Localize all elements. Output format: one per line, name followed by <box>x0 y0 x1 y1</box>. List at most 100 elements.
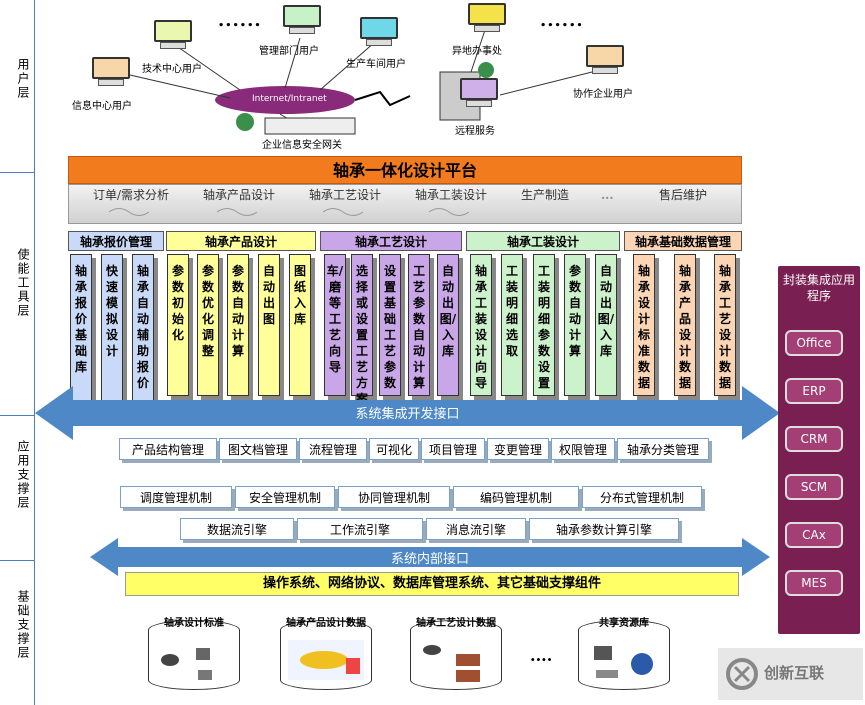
phase-item: 售后维护 <box>659 188 708 202</box>
bearing-parts-icon <box>161 648 212 680</box>
phase-ellipsis: ... <box>601 188 614 202</box>
support-item: 轴承分类管理 <box>617 438 709 460</box>
remote-service-label: 远程服务 <box>455 126 495 137</box>
user-remote-office: 异地办事处 <box>452 46 502 57</box>
module-column: 自动出图/入库 <box>437 254 459 396</box>
internal-arrow <box>90 538 770 576</box>
layer-label-support: 应用支撑层 <box>16 440 30 510</box>
phase-item: 轴承工艺设计 <box>309 188 382 202</box>
module-column: 快速模拟设计 <box>101 254 123 402</box>
support-item: 产品结构管理 <box>119 438 217 460</box>
user-partner: 协作企业用户 <box>573 89 633 100</box>
module-column: 轴承工艺设计数据 <box>714 254 736 396</box>
module-column: 车/磨等工艺向导 <box>324 254 346 396</box>
module-column: 工装明细选取 <box>501 254 523 396</box>
support-mechanism: 编码管理机制 <box>453 486 579 508</box>
module-column: 工装明细参数设置 <box>533 254 555 396</box>
watermark-icon <box>726 658 758 690</box>
engine-item: 轴承参数计算引擎 <box>529 518 679 540</box>
sidebar-item-mes[interactable]: MES <box>785 570 843 596</box>
sidebar-item-scm[interactable]: SCM <box>785 474 843 500</box>
sidebar-item-crm[interactable]: CRM <box>785 426 843 452</box>
module-column: 工艺参数自动计算 <box>408 254 430 396</box>
database-cylinder: 轴承设计标准 <box>148 612 240 696</box>
layer-separator <box>0 172 34 173</box>
phase-link-icon <box>323 208 363 216</box>
support-item: 流程管理 <box>299 438 367 460</box>
module-column: 图纸入库 <box>289 254 311 396</box>
module-column: 参数初始化 <box>167 254 189 396</box>
network-label: Internet/Intranet <box>252 94 327 104</box>
gateway-device <box>264 117 356 135</box>
module-column: 参数自动计算 <box>227 254 249 396</box>
module-header: 轴承报价管理 <box>68 231 164 251</box>
watermark-logo: 创新互联 <box>718 648 863 700</box>
support-item: 权限管理 <box>551 438 615 460</box>
layer-label-base: 基础支撑层 <box>16 590 30 660</box>
engine-item: 消息流引擎 <box>426 518 526 540</box>
database-label: 轴承产品设计数据 <box>286 618 366 629</box>
module-header: 轴承工装设计 <box>466 231 620 251</box>
integration-arrow <box>35 386 780 440</box>
module-column: 自动出图/入库 <box>595 254 617 396</box>
sidebar-item-office[interactable]: Office <box>785 330 843 356</box>
pc-icon <box>460 78 498 108</box>
layer-separator <box>0 415 34 416</box>
module-column: 轴承自动辅助报价 <box>132 254 154 402</box>
watermark-text: 创新互联 <box>764 664 825 682</box>
module-column: 选择或设置工艺方案 <box>351 254 373 406</box>
remote-globe <box>478 62 494 78</box>
phase-item: 轴承工装设计 <box>415 188 488 202</box>
support-mechanism: 分布式管理机制 <box>582 486 702 508</box>
user-production: 生产车间用户 <box>346 59 406 70</box>
pc-icon <box>283 5 321 35</box>
phase-item: 轴承产品设计 <box>203 188 276 202</box>
phase-item: 订单/需求分析 <box>93 188 170 202</box>
base-platform: 操作系统、网络协议、数据库管理系统、其它基础支撑组件 <box>125 572 739 596</box>
module-column: 轴承设计标准数据 <box>633 254 655 396</box>
module-header: 轴承产品设计 <box>166 231 316 251</box>
ellipsis: ...... <box>218 10 262 31</box>
layer-label-tools: 使能工具层 <box>16 248 30 318</box>
support-item: 变更管理 <box>487 438 549 460</box>
support-mechanism: 调度管理机制 <box>120 486 232 508</box>
gateway-globe <box>236 113 254 131</box>
layer-label-user: 用户层 <box>16 58 30 100</box>
module-header: 轴承工艺设计 <box>320 231 462 251</box>
sidebar-item-erp[interactable]: ERP <box>785 378 843 404</box>
phase-link-icon <box>109 208 149 216</box>
engine-item: 数据流引擎 <box>180 518 294 540</box>
platform-title: 轴承一体化设计平台 <box>68 156 742 184</box>
user-tech-center: 技术中心用户 <box>142 64 202 75</box>
module-header: 轴承基础数据管理 <box>624 231 742 251</box>
module-column: 参数自动计算 <box>564 254 586 396</box>
phase-bar: 订单/需求分析 轴承产品设计 轴承工艺设计 轴承工装设计 生产制造 ... 售后… <box>68 184 742 224</box>
module-column: 参数优化调整 <box>197 254 219 396</box>
database-cylinder: 轴承工艺设计数据 <box>410 612 502 696</box>
module-column: 轴承报价基础库 <box>70 254 92 402</box>
internal-interface-label: 系统内部接口 <box>390 552 469 567</box>
shared-resources-icon <box>594 646 653 678</box>
support-item: 图文档管理 <box>219 438 297 460</box>
pc-icon <box>360 17 398 47</box>
design-model-icon <box>288 640 364 680</box>
sidebar-item-cax[interactable]: CAx <box>785 522 843 548</box>
pc-icon <box>92 57 130 87</box>
sidebar-title: 封装集成应用程序 <box>782 273 855 303</box>
support-mechanism: 安全管理机制 <box>235 486 335 508</box>
phase-link-icon <box>217 208 257 216</box>
module-column: 自动出图 <box>258 254 280 396</box>
layer-separator <box>0 560 34 561</box>
phase-link-icon <box>429 208 469 216</box>
database-ellipsis: .... <box>530 646 553 665</box>
pc-icon <box>468 3 506 33</box>
module-column: 设置基础工艺参数 <box>379 254 401 396</box>
support-item: 可视化 <box>369 438 419 460</box>
user-mgmt-dept: 管理部门用户 <box>259 46 319 57</box>
pc-icon <box>154 20 192 50</box>
database-cylinder: 轴承产品设计数据 <box>280 612 372 696</box>
network-cloud <box>215 86 355 114</box>
layer-divider <box>34 0 35 705</box>
module-column: 轴承工装设计向导 <box>470 254 492 396</box>
integration-interface-label: 系统集成开发接口 <box>355 407 460 422</box>
